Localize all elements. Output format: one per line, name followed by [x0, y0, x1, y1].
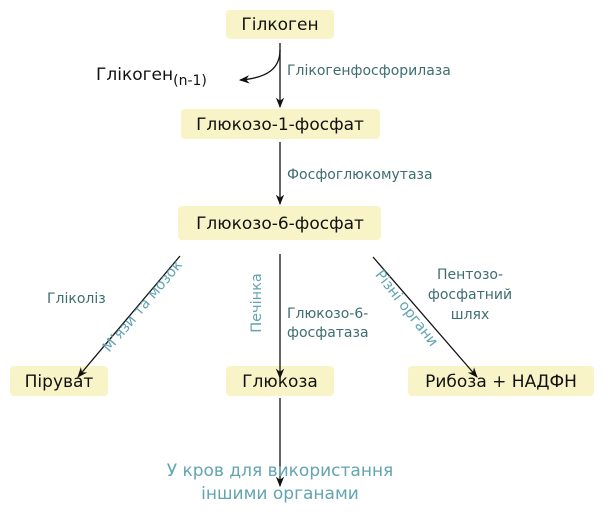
label-glycogen-phosphorylase: Глікогенфосфорилаза [287, 63, 451, 79]
label-glycolysis: Гліколіз [47, 291, 106, 307]
svg-text:Гілкоген: Гілкоген [241, 15, 318, 35]
node-ribose-nadph: Рибоза + НАДФН [408, 366, 594, 396]
arrow-g6p-to-ribose [372, 256, 478, 378]
node-glycogen-n1: Глікоген(n-1) [96, 65, 207, 89]
svg-text:Глюкозо-6-фосфат: Глюкозо-6-фосфат [196, 214, 364, 234]
svg-text:Глюкозо-1-фосфат: Глюкозо-1-фосфат [196, 115, 364, 135]
svg-text:Рибоза + НАДФН: Рибоза + НАДФН [425, 372, 577, 392]
node-pyruvate: Піруват [10, 366, 108, 396]
arrow-g6p-to-pyruvate [77, 255, 181, 378]
svg-text:Піруват: Піруват [25, 372, 94, 392]
node-glucose-6-phosphate: Глюкозо-6-фосфат [178, 206, 381, 240]
node-glucose: Глюкоза [226, 366, 334, 396]
node-glucose-1-phosphate: Глюкозо-1-фосфат [181, 109, 380, 139]
svg-text:Глюкоза: Глюкоза [242, 372, 318, 392]
arrow-to-glycogen-n1 [238, 49, 281, 84]
label-muscle-brain: М’язи та мозок [100, 257, 186, 355]
node-glycogen: Гілкоген [226, 10, 334, 39]
label-g6pase: Глюкозо-6-фосфатаза [287, 306, 369, 341]
label-liver: Печінка [249, 273, 265, 333]
label-various-organs: Різні органи [371, 267, 440, 349]
label-phosphoglucomutase: Фосфоглюкомутаза [287, 167, 433, 183]
